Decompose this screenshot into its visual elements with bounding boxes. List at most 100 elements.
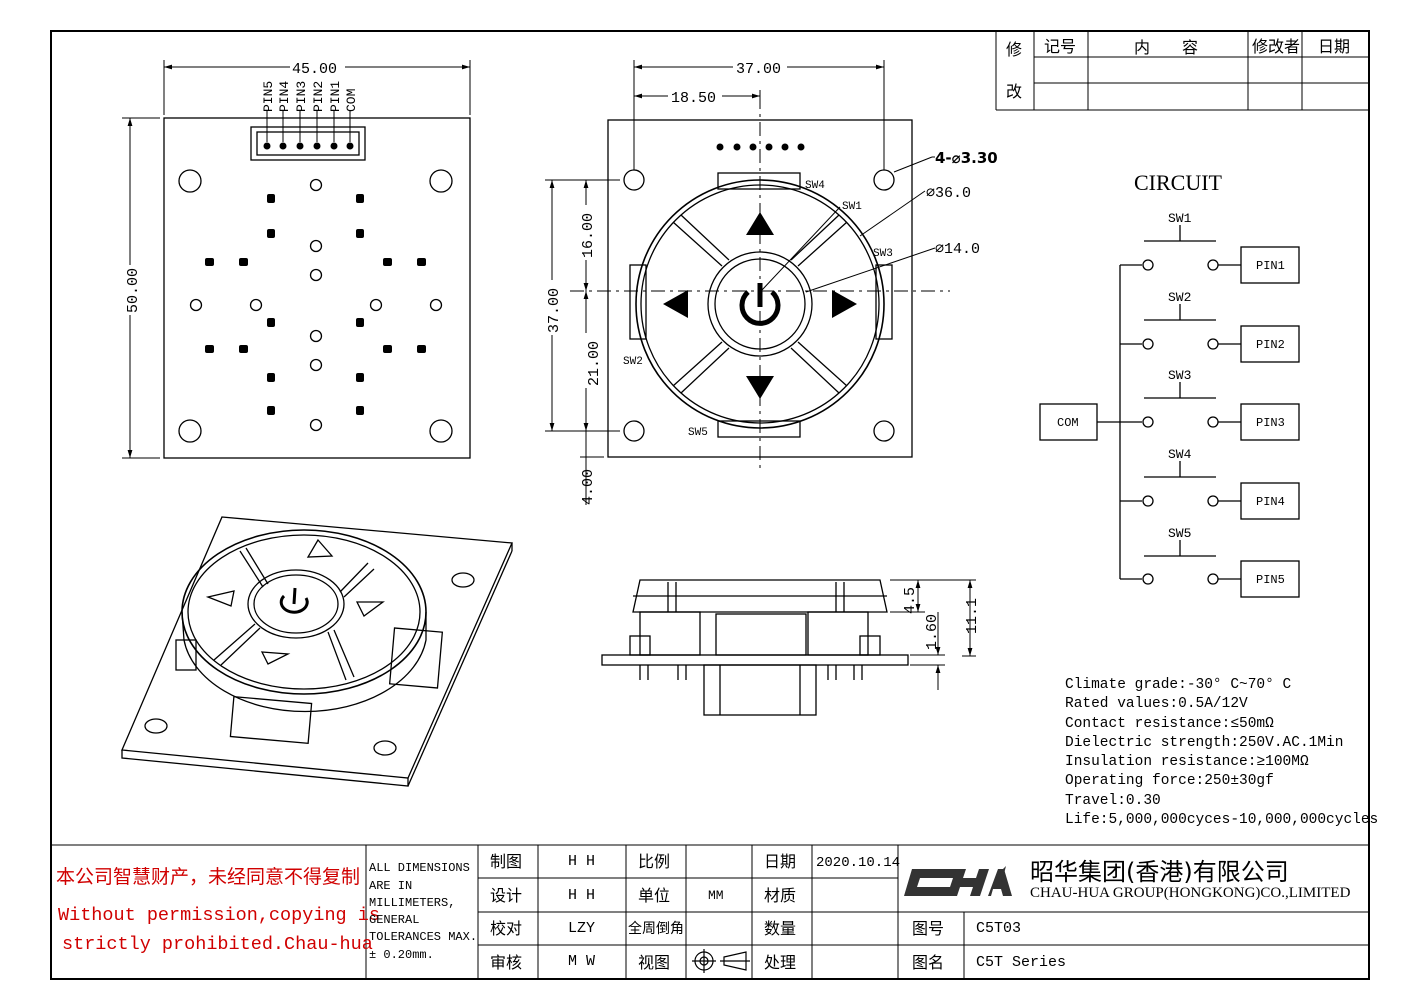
circuit-pin1: PIN1	[1256, 259, 1285, 273]
scale-label: 比例	[638, 852, 670, 871]
rev-header-mark: 记号	[1044, 37, 1076, 56]
specifications: Climate grade:-30° C~70° C Rated values:…	[1065, 676, 1378, 830]
circuit-pin3: PIN3	[1256, 416, 1285, 430]
circuit-sw2: SW2	[1168, 290, 1191, 305]
sheet-border	[50, 30, 1370, 980]
dwg-name-value: C5T Series	[976, 954, 1066, 971]
side-view-dims	[890, 579, 976, 690]
qty-label: 数量	[764, 919, 796, 938]
drawn-label: 制图	[490, 852, 522, 871]
pin-label: PIN1	[328, 81, 343, 112]
sw4-label: SW4	[805, 180, 825, 192]
chamfer-label: 全周倒角	[628, 920, 684, 937]
tolerance-line: ± 0.20mm.	[369, 948, 434, 962]
pin-label: PIN3	[294, 81, 309, 112]
sw2-label: SW2	[623, 356, 643, 368]
view-label: 视图	[638, 953, 670, 972]
notice-en-2: strictly prohibited.Chau-hua	[62, 934, 373, 955]
check-label: 校对	[490, 919, 522, 938]
side-view	[601, 579, 909, 716]
design-label: 设计	[490, 886, 522, 905]
power-icon	[739, 283, 781, 326]
company-logo	[904, 866, 1012, 896]
projection-symbol-icon	[692, 949, 750, 973]
sw5-label: SW5	[688, 427, 708, 439]
front-half-dim: 18.50	[671, 90, 716, 107]
top-view-dims	[122, 60, 471, 459]
pin-leaders	[266, 110, 351, 142]
spec-line: Dielectric strength:250V.AC.1Min	[1065, 734, 1344, 751]
tolerance-line: MILLIMETERS,	[369, 896, 455, 910]
rev-header-content: 内 容	[1134, 38, 1198, 57]
approve-label: 审核	[490, 953, 522, 972]
front-vlower-dim: 21.00	[586, 341, 603, 386]
up-arrow-icon	[746, 212, 774, 235]
rev-header-modify: 修	[1006, 40, 1022, 59]
sw3-label: SW3	[873, 248, 893, 260]
front-view-dims	[545, 60, 885, 505]
notice-en-1: Without permission,copying is	[58, 905, 380, 926]
front-vedge-dim: 4.00	[580, 469, 597, 505]
right-arrow-icon	[832, 290, 857, 318]
check-value: LZY	[568, 920, 595, 937]
pin-label: PIN4	[277, 81, 292, 112]
material-label: 材质	[764, 886, 796, 905]
date-value: 2020.10.14	[816, 855, 900, 871]
tolerance-line: ARE IN	[369, 879, 412, 893]
hole-note: 4-⌀3.30	[935, 149, 998, 167]
sw1-label: SW1	[842, 201, 862, 213]
spec-line: Contact resistance:≤50mΩ	[1065, 715, 1274, 732]
pin-labels: PIN5 PIN4 PIN3 PIN2 PIN1 COM	[261, 81, 359, 112]
left-arrow-icon	[663, 290, 688, 318]
direction-arrows	[663, 212, 857, 399]
circuit-pin5: PIN5	[1256, 573, 1285, 587]
rev-header-date: 日期	[1318, 37, 1350, 56]
front-leaders	[761, 156, 936, 293]
side-dim-4-5: 4.5	[902, 587, 919, 614]
circuit-sw1: SW1	[1168, 211, 1192, 226]
front-vupper-dim: 16.00	[580, 213, 597, 258]
top-view-pads	[205, 142, 426, 415]
unit-value: MM	[708, 888, 724, 903]
top-view	[163, 117, 471, 459]
side-dim-1-60: 1.60	[924, 614, 941, 650]
dwg-name-label: 图名	[912, 953, 944, 972]
unit-label: 单位	[638, 886, 670, 905]
rev-header-modifier: 修改者	[1252, 37, 1300, 56]
front-led-dots	[716, 143, 805, 151]
top-width-dim: 45.00	[292, 61, 337, 78]
notice-cn: 本公司智慧财产，未经同意不得复制	[56, 866, 360, 888]
inner-diameter: ⌀14.0	[935, 241, 980, 258]
tolerance-line: TOLERANCES MAX.	[369, 930, 477, 944]
spec-line: Rated values:0.5A/12V	[1065, 696, 1248, 713]
side-dim-11-1: 11.1	[964, 598, 981, 634]
finish-label: 处理	[764, 953, 796, 972]
spec-line: Operating force:250±30gf	[1065, 773, 1274, 790]
circuit-diagram	[1039, 225, 1300, 598]
outer-diameter: ⌀36.0	[926, 185, 971, 202]
approve-value: M W	[568, 953, 595, 970]
front-view	[570, 95, 950, 470]
circuit-sw5: SW5	[1168, 526, 1191, 541]
spec-line: Climate grade:-30° C~70° C	[1065, 677, 1292, 693]
circuit-sw4: SW4	[1168, 447, 1192, 462]
spec-line: Life:5,000,000cyces-10,000,000cycles	[1065, 812, 1379, 829]
design-value: H H	[568, 887, 595, 904]
dwg-no-value: C5T03	[976, 920, 1021, 937]
iso-view	[121, 516, 513, 787]
down-arrow-icon	[746, 376, 774, 399]
pin-label: COM	[344, 89, 359, 112]
company-name-en: CHAU-HUA GROUP(HONGKONG)CO.,LIMITED	[1030, 885, 1351, 901]
circuit-com: COM	[1057, 416, 1079, 430]
rev-header-modify-2: 改	[1006, 82, 1022, 101]
front-width-dim: 37.00	[736, 61, 781, 78]
tolerance-line: ALL DIMENSIONS	[369, 861, 470, 875]
circuit-pin2: PIN2	[1256, 338, 1285, 352]
tolerance-note: ALL DIMENSIONS ARE IN MILLIMETERS, GENER…	[369, 861, 477, 962]
tolerance-line: GENERAL	[369, 913, 419, 927]
date-label: 日期	[764, 852, 796, 871]
title-block-grid	[51, 844, 1369, 979]
spec-line: Travel:0.30	[1065, 792, 1161, 809]
company-name-cn: 昭华集团(香港)有限公司	[1030, 858, 1289, 886]
